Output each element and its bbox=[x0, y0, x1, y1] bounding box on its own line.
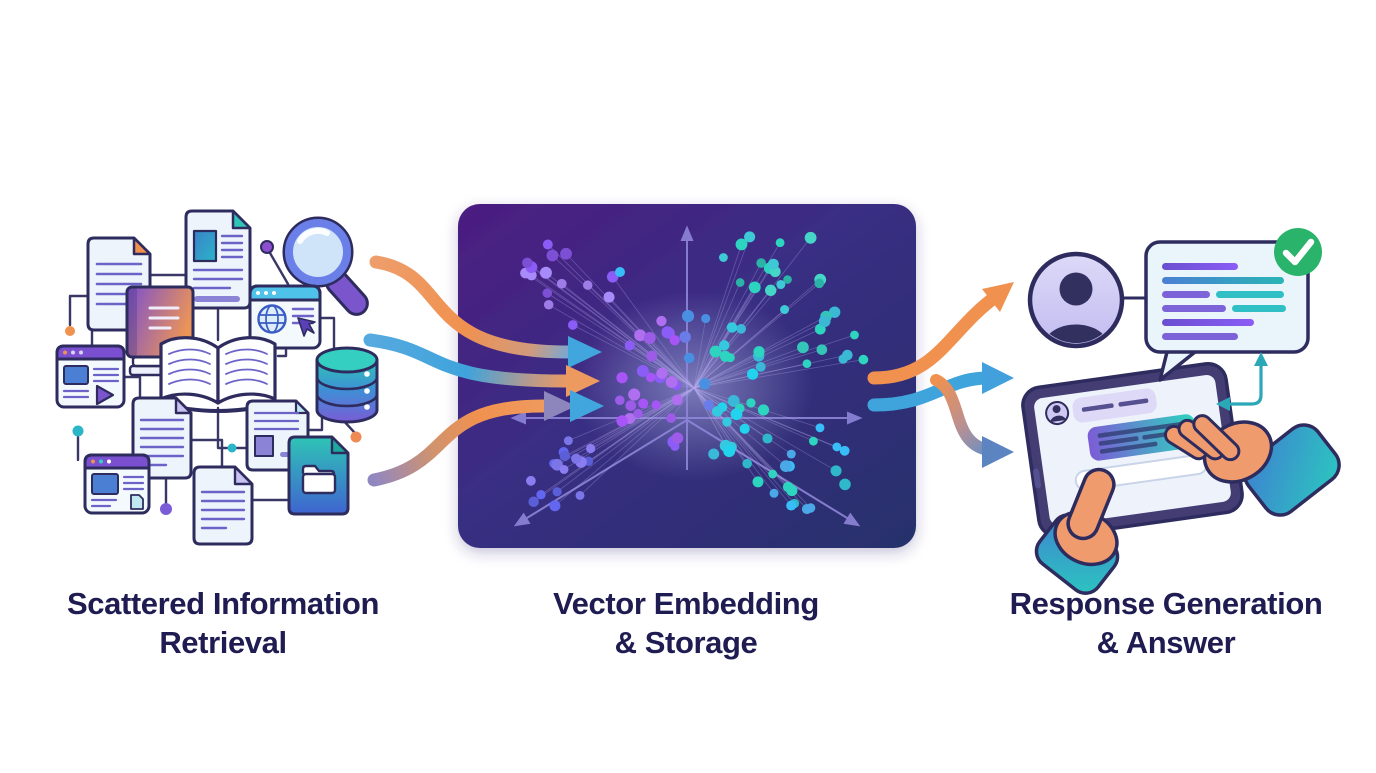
flow-in-bottom bbox=[367, 399, 550, 487]
connector-lines bbox=[68, 251, 356, 505]
browser-media-play-icon bbox=[55, 344, 126, 409]
response-text-bars bbox=[1162, 263, 1286, 340]
database-icon bbox=[315, 346, 379, 424]
stage-label-scattered-information-retrieval: Scattered Information Retrieval bbox=[3, 584, 443, 662]
flow-in-top bbox=[369, 255, 575, 359]
browser-globe-cursor-icon bbox=[248, 284, 322, 350]
stage-label-line2: & Answer bbox=[1096, 625, 1236, 660]
stage-label-line1: Response Generation bbox=[1009, 586, 1323, 621]
play-icon bbox=[95, 384, 115, 406]
flow-arrows-in bbox=[363, 255, 604, 487]
flow-in-middle bbox=[363, 333, 573, 388]
loop-arrow-icon bbox=[1216, 352, 1268, 411]
stage-label-line1: Vector Embedding bbox=[553, 586, 819, 621]
stage-label-line2: Retrieval bbox=[159, 625, 287, 660]
vector-cluster-dots bbox=[520, 231, 869, 515]
response-bubble-icon bbox=[1144, 228, 1322, 382]
holding-hands-icon bbox=[1034, 414, 1341, 595]
tablet-side-button bbox=[1033, 468, 1042, 489]
flow-out-down bbox=[930, 374, 994, 456]
stage-retrieval-illustration bbox=[55, 209, 379, 546]
cursor-icon bbox=[297, 317, 316, 337]
stage-embedding-illustration bbox=[363, 204, 1014, 548]
stage-label-vector-embedding-storage: Vector Embedding & Storage bbox=[466, 584, 906, 662]
check-badge-icon bbox=[1274, 228, 1322, 276]
document-purple-fold-icon bbox=[192, 465, 254, 546]
stage-response-illustration bbox=[1021, 228, 1341, 595]
stage-label-line2: & Storage bbox=[614, 625, 758, 660]
tablet-chat-icon bbox=[1021, 361, 1341, 595]
connector-dots bbox=[65, 240, 362, 515]
browser-media-page-icon bbox=[83, 453, 151, 515]
stage-label-line1: Scattered Information bbox=[67, 586, 379, 621]
chat-question-bubble bbox=[1072, 388, 1157, 423]
center-glow bbox=[574, 291, 814, 481]
user-avatar-icon bbox=[1027, 251, 1125, 349]
stage-label-response-generation-answer: Response Generation & Answer bbox=[946, 584, 1376, 662]
file-folder-icon bbox=[287, 435, 350, 516]
flow-out-up bbox=[867, 288, 1005, 385]
flow-arrows-out bbox=[867, 282, 1014, 468]
document-teal-fold-icon bbox=[184, 209, 252, 310]
open-book-icon bbox=[154, 336, 282, 413]
magnifying-glass-icon bbox=[282, 216, 369, 316]
flow-out-middle bbox=[867, 371, 993, 412]
